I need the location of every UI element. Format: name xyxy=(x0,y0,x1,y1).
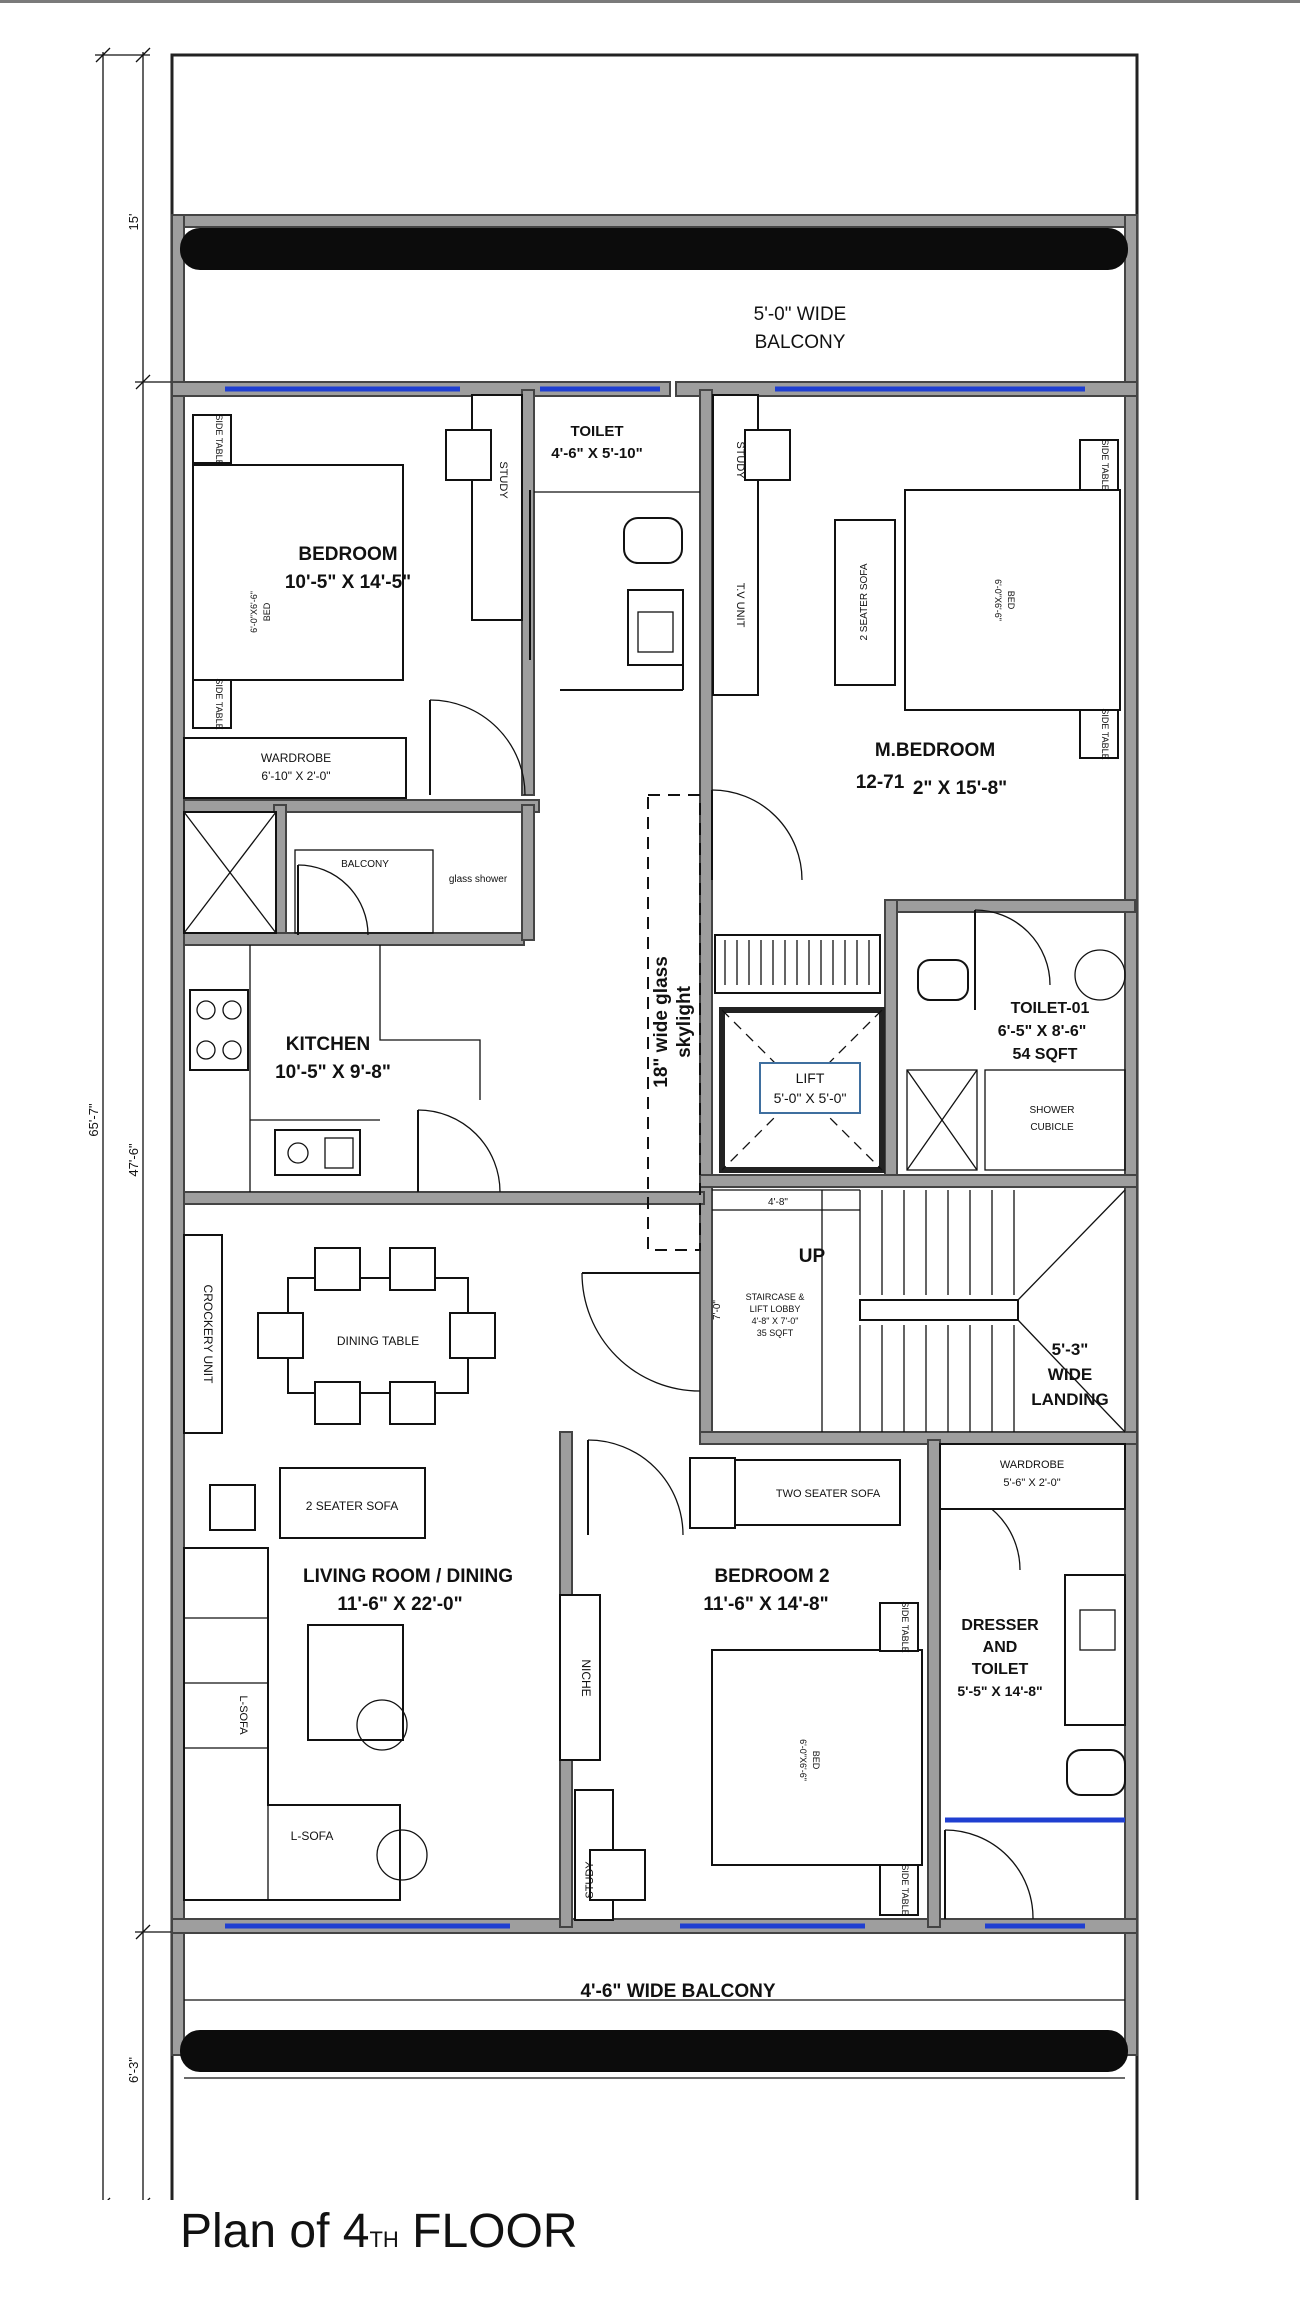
stair-line4: 35 SQFT xyxy=(757,1328,794,1338)
balcony-top-line1: 5'-0" WIDE xyxy=(754,304,847,325)
two-seater-m: 2 SEATER SOFA xyxy=(859,563,870,640)
lift-label: LIFT xyxy=(796,1070,825,1086)
bed-m-size: 6'-0"X6'-6" xyxy=(993,579,1003,621)
crockery-unit: CROCKERY UNIT xyxy=(201,1285,215,1385)
niche: NICHE xyxy=(579,1659,593,1696)
side-table-2: SIDE TABLE xyxy=(214,678,224,729)
living-size: 11'-6" X 22'-0" xyxy=(337,1594,462,1615)
dimension-lines: 65'-7" 47'-6" 15' 6'-3" xyxy=(86,47,175,2200)
kitchen-size: 10'-5" X 9'-8" xyxy=(275,1062,391,1083)
wardrobe2-size: 5'-6" X 2'-0" xyxy=(1003,1477,1060,1489)
mbedroom-size-b: 2" X 15'-8" xyxy=(913,778,1007,799)
dresser-line1: DRESSER xyxy=(961,1617,1039,1634)
plan-title-suffix: TH xyxy=(369,2227,399,2252)
two-seater-sofa: 2 SEATER SOFA xyxy=(306,1499,398,1513)
lift-size: 5'-0" X 5'-0" xyxy=(774,1090,847,1106)
staircase xyxy=(712,1189,1126,1433)
bed-1 xyxy=(192,464,404,681)
top-border-line xyxy=(0,0,1300,3)
study-b2: STUDY xyxy=(584,1861,596,1899)
plan-title: Plan of 4TH FLOOR xyxy=(180,2204,578,2259)
tv-unit: T.V UNIT xyxy=(734,583,746,628)
stair-width: 4'-8" xyxy=(768,1197,788,1208)
study-1: STUDY xyxy=(497,461,509,499)
bed-m xyxy=(904,489,1121,711)
bed-1-size: 6'-0"X6'-6" xyxy=(249,591,259,633)
plan-title-prefix: Plan of 4 xyxy=(180,2205,370,2258)
side-table-m1: SIDE TABLE xyxy=(1100,439,1110,490)
bed-m-label: BED xyxy=(1006,591,1016,610)
wardrobe-1 xyxy=(183,737,407,799)
dining-table-label: DINING TABLE xyxy=(337,1334,419,1348)
toilet-top-size: 4'-6" X 5'-10" xyxy=(551,445,642,462)
dim-bottom: 6'-3" xyxy=(126,2057,141,2083)
side-table-1: SIDE TABLE xyxy=(214,414,224,465)
study-2: STUDY xyxy=(734,441,746,479)
bedroom-label: BEDROOM xyxy=(298,544,397,565)
dresser-line4: 5'-5" X 14'-8" xyxy=(957,1683,1042,1699)
dresser-line3: TOILET xyxy=(972,1661,1029,1678)
toilet01-size: 6'-5" X 8'-6" xyxy=(998,1023,1087,1040)
bedroom2-size: 11'-6" X 14'-8" xyxy=(703,1594,828,1615)
side-table-b2: SIDE TABLE xyxy=(900,1864,910,1915)
doors xyxy=(297,490,1051,1920)
mbedroom-label: M.BEDROOM xyxy=(875,740,995,761)
floor-plan-drawing: 65'-7" 47'-6" 15' 6'-3" xyxy=(86,47,1139,2200)
planter-top xyxy=(180,228,1128,270)
dining-table xyxy=(287,1277,469,1394)
glass-shower-small: glass shower xyxy=(449,874,508,885)
wardrobe-1-label: WARDROBE xyxy=(261,751,331,765)
side-table-m2: SIDE TABLE xyxy=(1100,708,1110,759)
toilet01-label: TOILET-01 xyxy=(1011,1000,1090,1017)
landing-line1: 5'-3" xyxy=(1052,1340,1089,1359)
mbedroom-size-a: 12-71 xyxy=(856,772,905,793)
stair-line2: LIFT LOBBY xyxy=(750,1304,801,1314)
lift-box xyxy=(759,1062,861,1114)
stair-dim: 7'-0" xyxy=(712,1300,723,1320)
balcony-bottom-label: 4'-6" WIDE BALCONY xyxy=(580,1981,775,2002)
landing-line2: WIDE xyxy=(1048,1365,1092,1384)
skylight-line2: skylight xyxy=(674,985,695,1057)
living-label: LIVING ROOM / DINING xyxy=(303,1566,513,1587)
lsofa-vertical: L-SOFA xyxy=(237,1695,249,1735)
bedroom2-label: BEDROOM 2 xyxy=(714,1566,829,1587)
skylight xyxy=(647,794,701,1251)
small-balcony: BALCONY xyxy=(341,859,389,870)
skylight-line1: 18" wide glass xyxy=(651,956,672,1088)
dim-middle: 47'-6" xyxy=(126,1143,141,1177)
wardrobe2-label: WARDROBE xyxy=(1000,1459,1064,1471)
bed-2-label: BED xyxy=(811,1751,821,1770)
dim-overall: 65'-7" xyxy=(86,1103,101,1137)
side-table-b1: SIDE TABLE xyxy=(900,1601,910,1652)
dim-top: 15' xyxy=(126,214,141,231)
bed-1-label: BED xyxy=(262,602,272,621)
lsofa-horizontal: L-SOFA xyxy=(291,1829,334,1843)
toilet01-area: 54 SQFT xyxy=(1013,1046,1078,1063)
bedroom-size: 10'-5" X 14'-5" xyxy=(285,572,411,593)
bed-2 xyxy=(711,1649,923,1866)
shower-line1: SHOWER xyxy=(1030,1105,1075,1116)
bed-2-size: 6'-0"X6'-6" xyxy=(798,1739,808,1781)
dresser-line2: AND xyxy=(983,1639,1018,1656)
plan-title-floor: FLOOR xyxy=(412,2205,578,2258)
stair-line1: STAIRCASE & xyxy=(746,1292,805,1302)
stair-line3: 4'-8" X 7'-0" xyxy=(752,1316,799,1326)
two-seater-b2: TWO SEATER SOFA xyxy=(776,1488,881,1500)
landing-line3: LANDING xyxy=(1031,1390,1108,1409)
balcony-top-line2: BALCONY xyxy=(755,332,846,353)
toilet-top-label: TOILET xyxy=(570,423,623,440)
wardrobe-1-size: 6'-10" X 2'-0" xyxy=(261,769,330,783)
kitchen-label: KITCHEN xyxy=(286,1034,370,1055)
planter-bottom xyxy=(180,2030,1128,2072)
stair-up: UP xyxy=(799,1246,826,1267)
shower-line2: CUBICLE xyxy=(1030,1122,1074,1133)
